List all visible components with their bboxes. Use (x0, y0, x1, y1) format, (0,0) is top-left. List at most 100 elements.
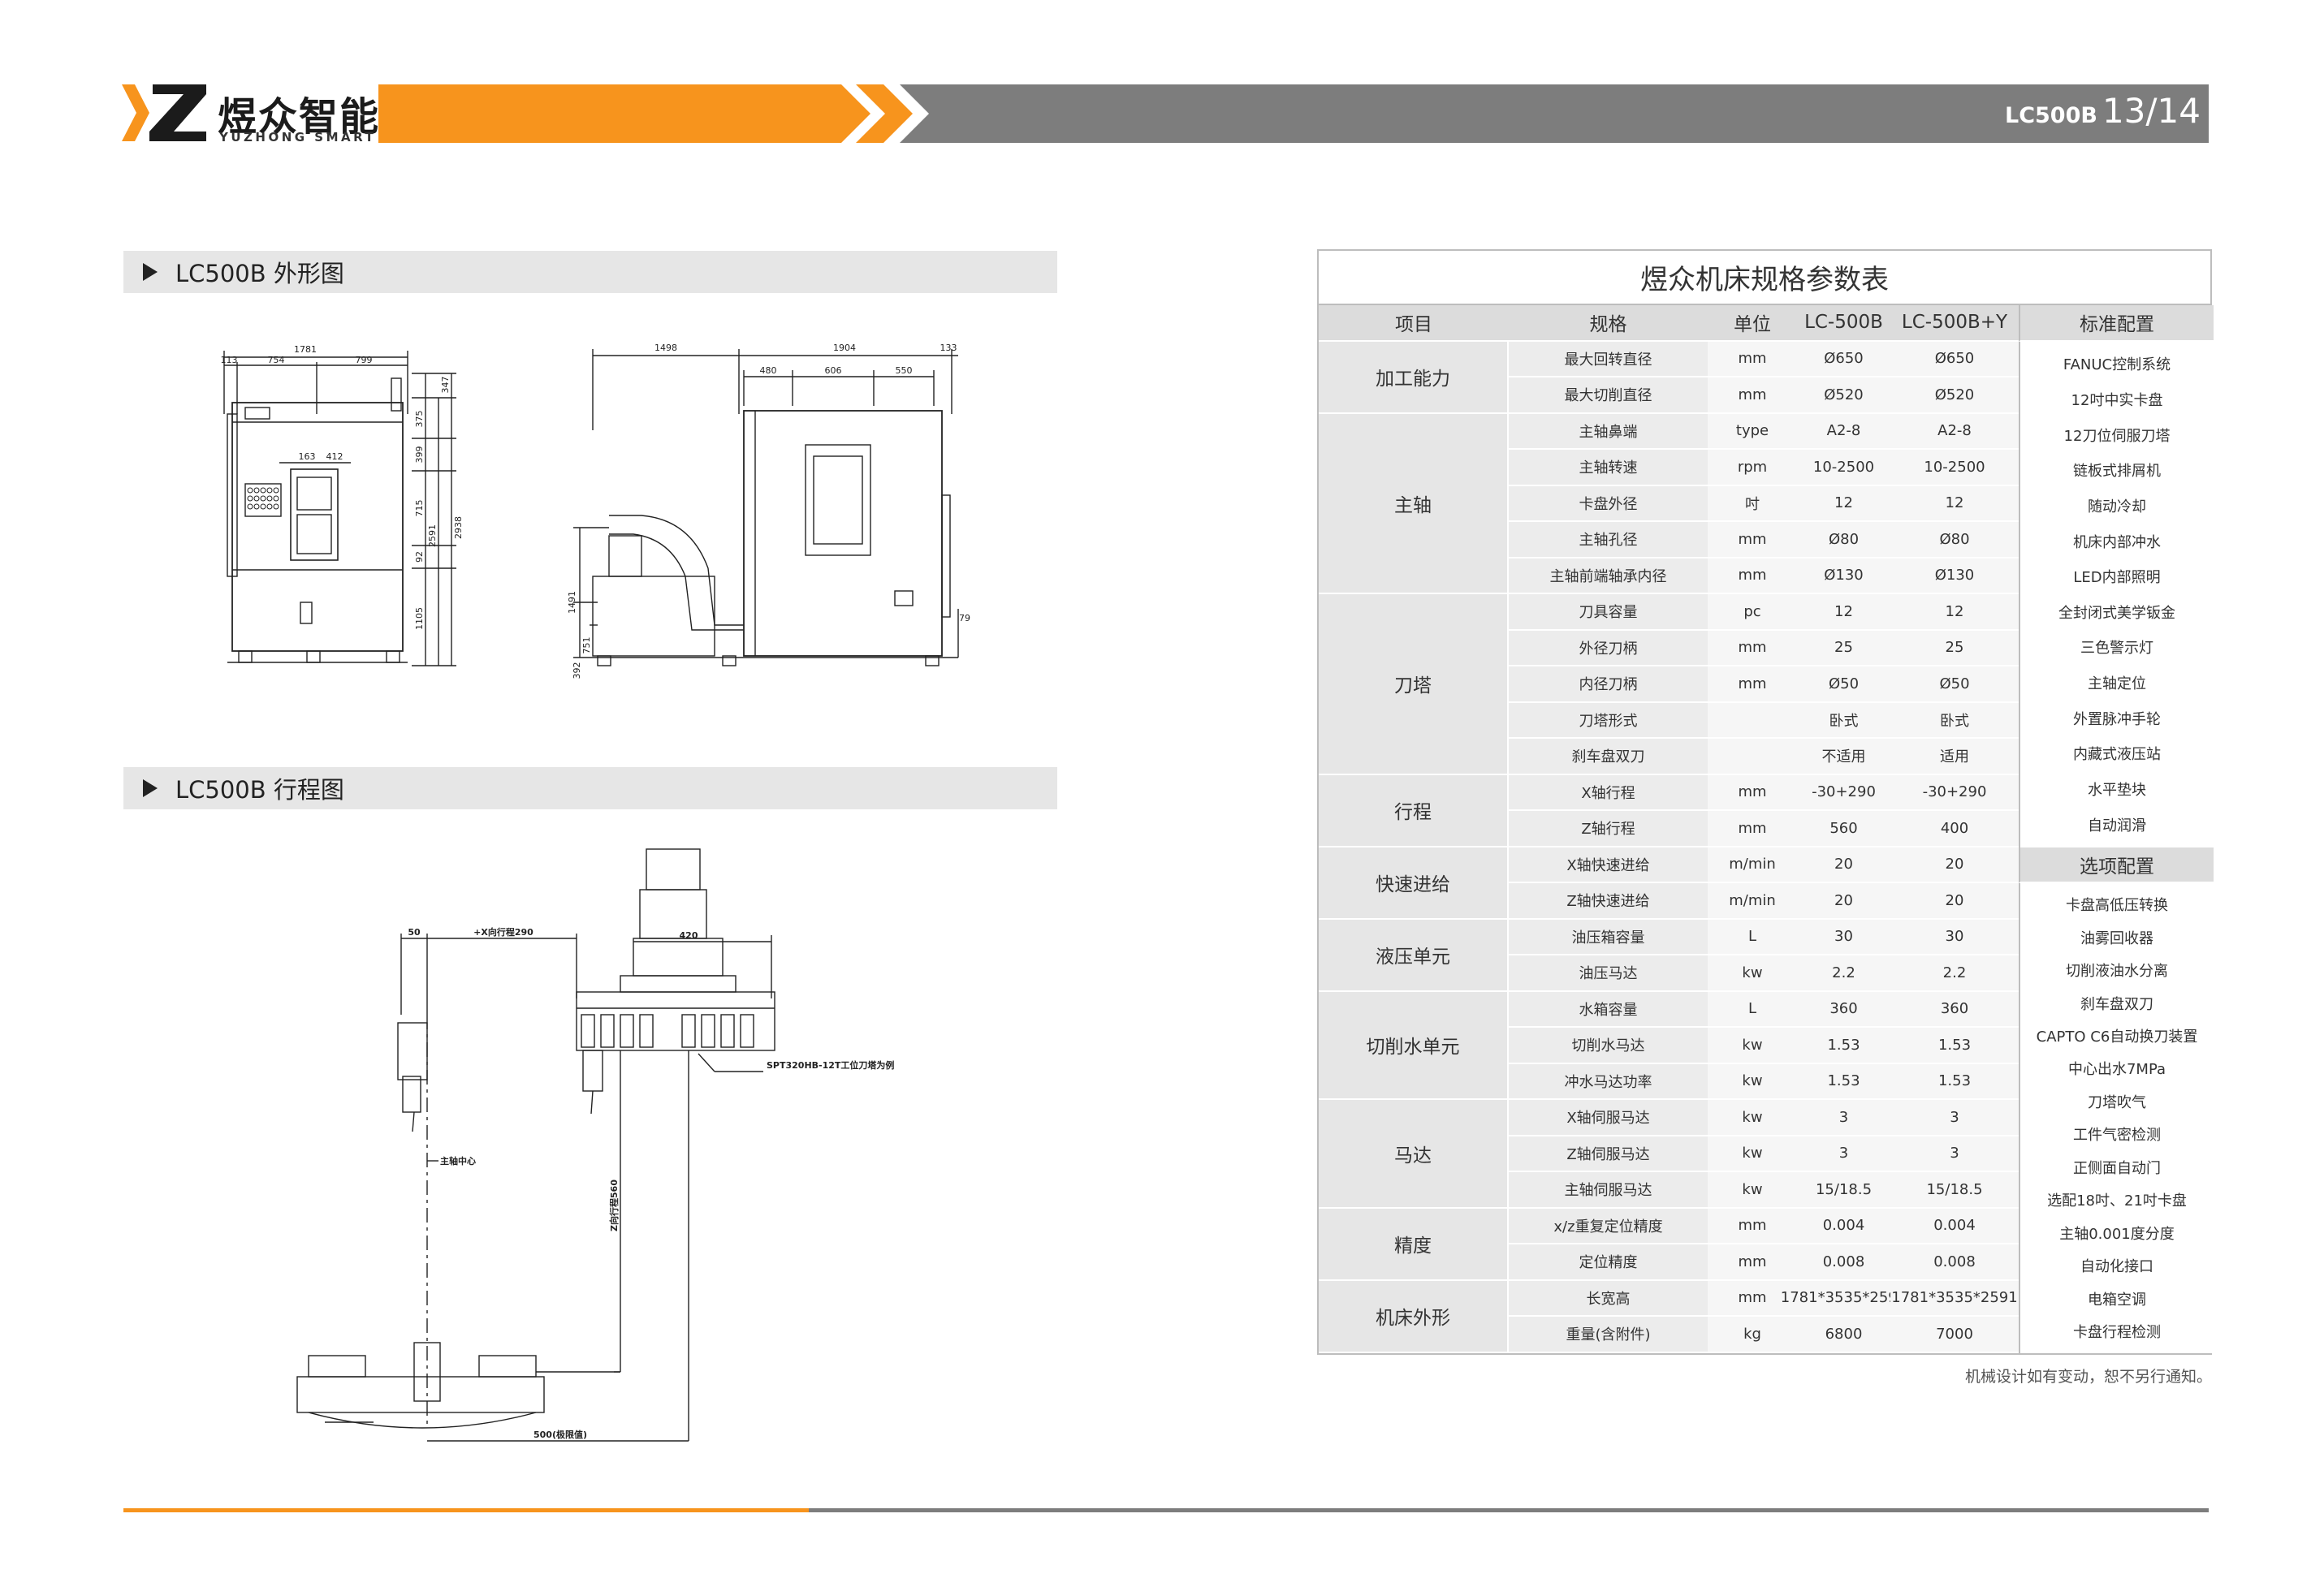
column-header-lc500by: LC-500B+Y (1890, 305, 2019, 342)
spec-unit-cell (1708, 702, 1797, 739)
lc500by-value-cell: 400 (1890, 811, 2019, 847)
spec-unit-cell: mm (1708, 1208, 1797, 1244)
page-indicator: LC500B 13/14 (2005, 91, 2201, 140)
spec-unit-cell: mm (1708, 630, 1797, 666)
spec-name-cell: 切削水马达 (1509, 1028, 1708, 1064)
category-cell: 行程 (1319, 774, 1509, 847)
lc500by-value-cell: 1781*3535*2591 (1890, 1280, 2019, 1317)
svg-text:2591: 2591 (427, 524, 438, 547)
lc500b-value-cell: 1.53 (1797, 1063, 1890, 1100)
lc500b-value-cell: 1.53 (1797, 1028, 1890, 1064)
lc500b-value-cell: 不适用 (1797, 739, 1890, 775)
lc500by-value-cell: 360 (1890, 991, 2019, 1028)
spec-name-cell: 刀具容量 (1509, 594, 1708, 631)
lc500by-value-cell: 15/18.5 (1890, 1172, 2019, 1209)
spec-name-cell: 冲水马达功率 (1509, 1063, 1708, 1100)
lc500by-value-cell: 1.53 (1890, 1028, 2019, 1064)
svg-text:412: 412 (326, 451, 343, 462)
config-item: 机床内部冲水 (2073, 533, 2161, 551)
config-item: 卡盘高低压转换 (2066, 897, 2168, 915)
lc500b-value-cell: 0.008 (1797, 1244, 1890, 1281)
lc500by-value-cell: 30 (1890, 919, 2019, 955)
spec-name-cell: 内径刀柄 (1509, 666, 1708, 703)
config-item: 随动冷却 (2088, 498, 2146, 515)
svg-text:375: 375 (414, 411, 425, 428)
config-item: 电箱空调 (2088, 1291, 2146, 1309)
lc500by-value-cell: 7000 (1890, 1317, 2019, 1353)
svg-text:113: 113 (221, 355, 238, 365)
front-view-drawing: 1781 113 754 799 163 412 347 375 399 715… (221, 344, 464, 666)
lc500b-value-cell: 3 (1797, 1100, 1890, 1136)
lc500b-value-cell: 1781*3535*2591 (1781, 1280, 1907, 1317)
config-item: CAPTO C6自动换刀装置 (2036, 1029, 2198, 1046)
spec-name-cell: 最大回转直径 (1509, 341, 1708, 377)
spec-name-cell: 油压马达 (1509, 955, 1708, 992)
spec-unit-cell: L (1708, 991, 1797, 1028)
config-item: 刀塔吹气 (2088, 1093, 2146, 1111)
config-item: 外置脉冲手轮 (2073, 710, 2161, 728)
brand-name-en: YUZHONG SMART (219, 130, 377, 144)
svg-text:133: 133 (940, 343, 957, 353)
config-item: 正侧面自动门 (2073, 1159, 2161, 1177)
lc500by-value-cell: Ø130 (1890, 558, 2019, 594)
lc500b-value-cell: 20 (1797, 847, 1890, 883)
spec-unit-cell: mm (1708, 666, 1797, 703)
spec-unit-cell: kw (1708, 1172, 1797, 1209)
lc500by-value-cell: 0.008 (1890, 1244, 2019, 1281)
spec-name-cell: X轴快速进给 (1509, 847, 1708, 883)
spec-name-cell: 主轴鼻端 (1509, 413, 1708, 450)
spec-unit-cell: L (1708, 919, 1797, 955)
spec-name-cell: 主轴孔径 (1509, 522, 1708, 558)
svg-text:2938: 2938 (453, 516, 464, 539)
svg-text:399: 399 (414, 446, 425, 464)
lc500by-value-cell: 20 (1890, 883, 2019, 920)
lc500by-value-cell: 3 (1890, 1136, 2019, 1172)
svg-text:+X向行程290: +X向行程290 (473, 926, 533, 938)
config-item: 自动化接口 (2080, 1258, 2153, 1276)
spec-table-grid: 项目 规格 单位 LC-500B LC-500B+Y 标准配置 FANUC控制系… (1317, 304, 2214, 1355)
svg-text:92: 92 (414, 551, 425, 563)
spec-name-cell: 水箱容量 (1509, 991, 1708, 1028)
spec-name-cell: 外径刀柄 (1509, 630, 1708, 666)
lc500by-value-cell: Ø650 (1890, 341, 2019, 377)
lc500by-value-cell: 20 (1890, 847, 2019, 883)
spec-name-cell: 最大切削直径 (1509, 377, 1708, 414)
spec-unit-cell: mm (1708, 377, 1797, 414)
spec-name-cell: X轴伺服马达 (1509, 1100, 1708, 1136)
section-outline-heading: LC500B 外形图 (123, 251, 1057, 293)
lc500by-value-cell: 12 (1890, 594, 2019, 631)
spec-unit-cell: mm (1708, 774, 1797, 811)
category-cell: 主轴 (1319, 413, 1509, 594)
triangle-right-icon (143, 779, 158, 797)
spec-unit-cell: kw (1708, 1028, 1797, 1064)
lc500b-value-cell: 12 (1797, 485, 1890, 522)
spec-name-cell: 重量(含附件) (1509, 1317, 1708, 1353)
spec-unit-cell: pc (1708, 594, 1797, 631)
spec-unit-cell: mm (1708, 1244, 1797, 1281)
lc500by-value-cell: 25 (1890, 630, 2019, 666)
svg-text:79: 79 (959, 613, 970, 623)
spec-name-cell: 主轴前端轴承内径 (1509, 558, 1708, 594)
svg-text:751: 751 (581, 637, 592, 654)
standard-config-header: 标准配置 (2019, 305, 2214, 342)
spec-name-cell: 刹车盘双刀 (1509, 739, 1708, 775)
spec-name-cell: 卡盘外径 (1509, 485, 1708, 522)
config-item: 主轴0.001度分度 (2059, 1225, 2175, 1243)
config-item: 自动润滑 (2088, 817, 2146, 834)
config-item: 卡盘行程检测 (2073, 1324, 2161, 1342)
config-item: 链板式排屑机 (2073, 463, 2161, 481)
config-item: 工件气密检测 (2073, 1127, 2161, 1145)
svg-text:480: 480 (760, 365, 777, 376)
lc500b-value-cell: 360 (1797, 991, 1890, 1028)
svg-text:50: 50 (408, 927, 421, 938)
svg-text:799: 799 (356, 355, 373, 365)
optional-config-header: 选项配置 (2019, 847, 2214, 883)
spec-table-title: 煜众机床规格参数表 (1317, 249, 2212, 304)
page-number: 13/14 (2102, 91, 2201, 131)
config-item: 油雾回收器 (2080, 929, 2153, 947)
column-header-spec: 规格 (1509, 305, 1708, 342)
spec-unit-cell: kw (1708, 1100, 1797, 1136)
category-cell: 机床外形 (1319, 1280, 1509, 1353)
spec-unit-cell: mm (1708, 1280, 1797, 1317)
